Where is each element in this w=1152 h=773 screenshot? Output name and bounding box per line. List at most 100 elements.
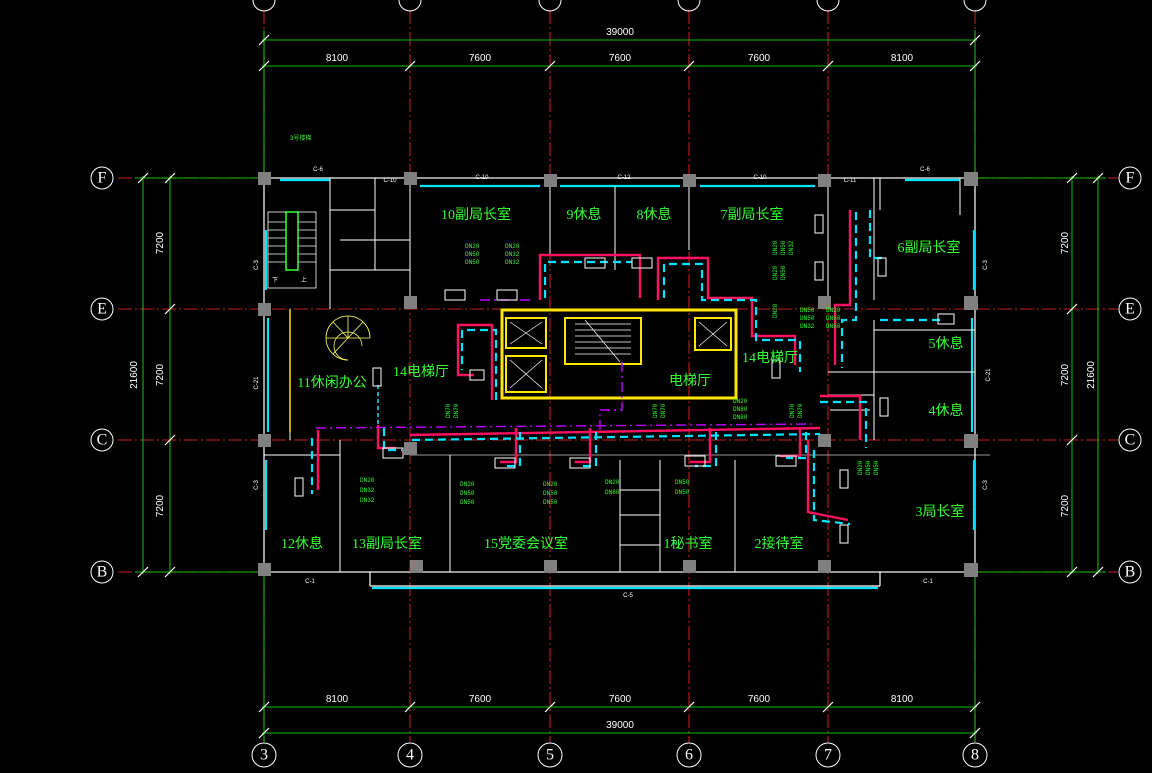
svg-text:C-10: C-10 xyxy=(383,178,397,184)
svg-text:DN70: DN70 xyxy=(453,403,460,418)
svg-text:C-21: C-21 xyxy=(986,368,992,382)
dim-top-span-5: 8100 xyxy=(891,53,914,64)
svg-text:DN32: DN32 xyxy=(360,487,375,494)
spiral-stair xyxy=(325,315,371,361)
svg-text:DN50: DN50 xyxy=(865,460,872,475)
room-6: 6副局长室 xyxy=(898,239,961,256)
axis-4-bottom: 4 xyxy=(406,747,414,764)
svg-text:DN50: DN50 xyxy=(460,490,475,497)
svg-text:DN50: DN50 xyxy=(675,479,690,486)
svg-text:DN20: DN20 xyxy=(772,303,779,318)
svg-text:DN32: DN32 xyxy=(360,497,375,504)
svg-text:DN32: DN32 xyxy=(800,323,815,330)
svg-text:DN20: DN20 xyxy=(733,398,748,405)
dim-total-top: 39000 xyxy=(606,27,634,38)
dn-labels-vertical: DN20 DN50 DN32 DN20 DN50 DN20 DN70 DN70 … xyxy=(445,240,880,475)
svg-text:DN50: DN50 xyxy=(800,315,815,322)
room-8: 8休息 xyxy=(637,206,672,223)
core xyxy=(500,308,738,400)
svg-text:C-6: C-6 xyxy=(313,167,323,173)
axis-B-left: B xyxy=(97,564,108,581)
axis-bubbles xyxy=(90,0,1142,768)
fan-coil-units xyxy=(294,214,955,544)
svg-text:DN20: DN20 xyxy=(772,265,779,280)
svg-text:DN32: DN32 xyxy=(505,259,520,266)
svg-text:DN20: DN20 xyxy=(505,243,520,250)
dim-left-total: 21600 xyxy=(129,361,140,389)
svg-text:DN80: DN80 xyxy=(733,406,748,413)
svg-text:DN20: DN20 xyxy=(605,479,620,486)
svg-text:DN32: DN32 xyxy=(788,240,795,255)
svg-text:DN50: DN50 xyxy=(460,499,475,506)
room-1: 1秘书室 xyxy=(664,535,713,552)
axis-B-right: B xyxy=(1125,564,1136,581)
axis-E-left: E xyxy=(97,301,107,318)
dim-left-span-3: 7200 xyxy=(155,494,166,517)
svg-text:DN50: DN50 xyxy=(675,489,690,496)
dim-total-bottom: 39000 xyxy=(606,720,634,731)
svg-text:C-21: C-21 xyxy=(254,376,260,390)
svg-text:DN50: DN50 xyxy=(873,460,880,475)
dim-left-span-1: 7200 xyxy=(155,231,166,254)
svg-text:C-6: C-6 xyxy=(920,167,930,173)
svg-text:DN50: DN50 xyxy=(800,307,815,314)
axis-F-left: F xyxy=(98,170,107,187)
dim-right-span-1: 7200 xyxy=(1060,231,1071,254)
svg-text:DN20: DN20 xyxy=(465,243,480,250)
dim-bottom-span-2: 7600 xyxy=(469,694,492,705)
svg-text:C-1: C-1 xyxy=(305,579,315,585)
dim-top-span-3: 7600 xyxy=(609,53,632,64)
window-tags: C-6 C-10 C-10 C-12 C-10 C-11 C-6 C-1 C-5… xyxy=(254,167,992,599)
stair-up-label: 上 xyxy=(301,276,307,284)
svg-text:DN50: DN50 xyxy=(543,499,558,506)
dn-labels-right: DN50 DN50 DN32 DN20 DN50 DN50 DN20 DN80 … xyxy=(733,307,841,421)
svg-text:DN70: DN70 xyxy=(652,403,659,418)
room-14-right: 14电梯厅 xyxy=(742,350,798,366)
svg-text:DN70: DN70 xyxy=(797,403,804,418)
room-5: 5休息 xyxy=(929,335,964,352)
svg-text:DN20: DN20 xyxy=(772,240,779,255)
dim-top-span-1: 8100 xyxy=(326,53,349,64)
svg-text:C-11: C-11 xyxy=(844,178,857,184)
svg-text:C-10: C-10 xyxy=(475,175,489,181)
svg-text:DN50: DN50 xyxy=(826,315,841,322)
svg-text:DN50: DN50 xyxy=(543,490,558,497)
dim-bottom-span-4: 7600 xyxy=(748,694,771,705)
columns xyxy=(258,172,978,577)
dim-left-span-2: 7200 xyxy=(155,363,166,386)
svg-text:C-3: C-3 xyxy=(254,480,260,490)
svg-text:DN20: DN20 xyxy=(826,307,841,314)
dim-bottom-span-3: 7600 xyxy=(609,694,632,705)
dimension-ticks xyxy=(137,34,1104,739)
svg-text:DN80: DN80 xyxy=(733,414,748,421)
svg-text:C-5: C-5 xyxy=(623,593,633,599)
core-details xyxy=(509,319,728,389)
dn-labels-bottom: DN20 DN32 DN32 DN20 DN50 DN50 DN20 DN50 … xyxy=(360,477,690,506)
dim-top-span-4: 7600 xyxy=(748,53,771,64)
svg-text:DN70: DN70 xyxy=(660,403,667,418)
stair-down-label: 下 xyxy=(272,277,278,284)
svg-text:DN50: DN50 xyxy=(465,251,480,258)
svg-text:C-1: C-1 xyxy=(923,579,933,585)
svg-text:DN70: DN70 xyxy=(789,403,796,418)
axis-6-bottom: 6 xyxy=(685,747,693,764)
dim-top-span-2: 7600 xyxy=(469,53,492,64)
room-3: 3局长室 xyxy=(916,503,965,520)
room-12: 12休息 xyxy=(281,535,323,552)
room-7: 7副局长室 xyxy=(721,206,784,223)
axis-C-right: C xyxy=(1125,432,1136,449)
room-11: 11休闲办公 xyxy=(297,375,366,391)
axis-F-right: F xyxy=(1126,170,1135,187)
svg-text:DN50: DN50 xyxy=(465,259,480,266)
svg-text:C-12: C-12 xyxy=(617,175,631,181)
svg-text:DN20: DN20 xyxy=(460,481,475,488)
interior-walls xyxy=(264,178,990,572)
svg-text:C-3: C-3 xyxy=(983,260,989,270)
svg-text:DN32: DN32 xyxy=(505,251,520,258)
dimension-lines xyxy=(135,30,1106,742)
svg-text:DN20: DN20 xyxy=(360,477,375,484)
svg-text:C-10: C-10 xyxy=(753,175,767,181)
room-13: 13副局长室 xyxy=(352,535,422,552)
stair-3 xyxy=(267,211,317,289)
dim-right-span-2: 7200 xyxy=(1060,363,1071,386)
